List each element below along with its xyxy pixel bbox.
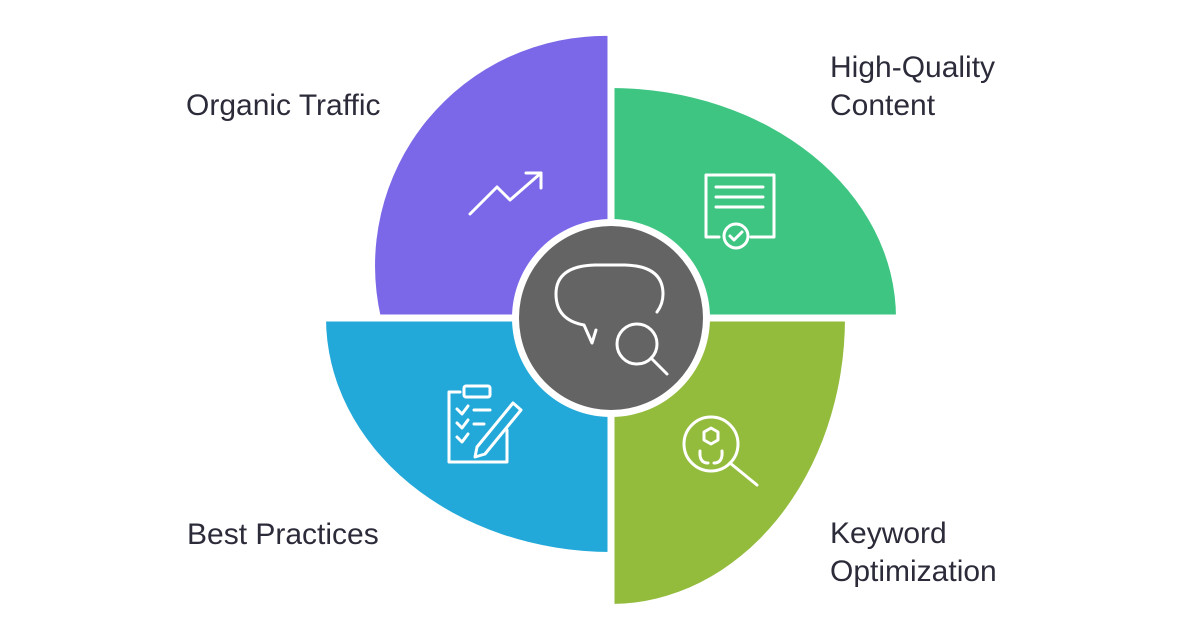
label-organic-traffic: Organic Traffic	[186, 89, 381, 122]
keyword-search-icon	[682, 415, 759, 487]
center-hub	[519, 226, 703, 410]
label-best-practices: Best Practices	[187, 518, 379, 551]
checklist-icon	[447, 384, 523, 464]
certificate-icon	[704, 173, 776, 250]
trending-up-icon	[468, 171, 543, 216]
chat-search-icon	[554, 263, 669, 376]
label-high-quality-content: High-Quality Content	[830, 51, 996, 122]
label-keyword-optimization: Keyword Optimization	[830, 517, 997, 588]
